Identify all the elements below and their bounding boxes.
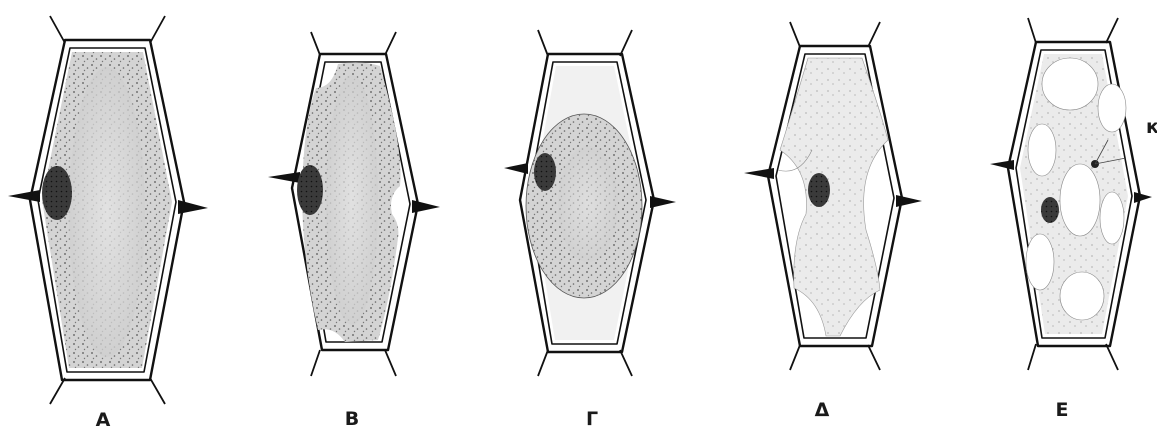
edge-mark: к [1146,116,1157,138]
vacuole [1026,234,1054,290]
vacuole [1098,84,1126,132]
cell-g [504,30,676,376]
nucleus [1041,197,1059,223]
vacuole [558,146,618,262]
vacuole [1060,164,1100,236]
panel-label-a: A [96,409,111,430]
panel-label-b: B [345,408,359,430]
panel-label-d: Δ [815,399,830,421]
vacuole [1028,124,1056,176]
nucleus [297,165,323,215]
wall-spike-left [8,190,40,202]
vacuole [1060,272,1104,320]
nucleus [534,153,556,191]
panel-label-e: E [1056,399,1069,421]
central-vacuole [326,75,378,325]
central-vacuole [69,67,145,357]
cell-b [268,32,440,376]
nucleus [42,166,72,220]
wall-spike-right [1134,192,1152,203]
vacuole [1100,192,1124,244]
cell-a [8,16,208,404]
panel-label-g: Γ [586,408,598,430]
nucleus [808,173,830,207]
vacuole [1042,58,1098,110]
cell-e [990,18,1152,370]
cell-d [744,22,922,370]
